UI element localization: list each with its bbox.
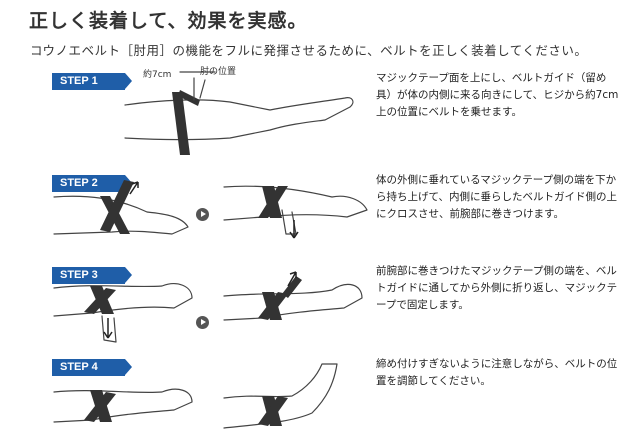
step-3-badge: STEP 3 [52, 267, 132, 284]
step-3-arm-illustration-b [223, 271, 363, 321]
step-1-arm-illustration [124, 71, 354, 155]
next-arrow-icon-2 [196, 316, 209, 329]
next-arrow-icon [196, 208, 209, 221]
step-4-description: 締め付けすぎないように注意しながら、ベルトの位置を調節してください。 [376, 358, 618, 387]
step-4-arm-illustration-a [53, 388, 193, 423]
elbow-position-label: 肘の位置 [200, 67, 237, 77]
step-3-arm-illustration-a [53, 283, 193, 343]
page-title: 正しく装着して、効果を実感。 [29, 10, 308, 32]
step-4-badge: STEP 4 [52, 359, 132, 376]
step-1-badge: STEP 1 [52, 73, 132, 90]
step-4-arm-illustration-b [223, 363, 338, 429]
step-2-arm-illustration-a [53, 180, 189, 235]
step-3-description: 前腕部に巻きつけたマジックテープ側の端を、ベルトガイドに通してから外側に折り返し… [376, 265, 618, 311]
step-2-description: 体の外側に垂れているマジックテープ側の端を下から持ち上げて、内側に垂らしたベルト… [376, 174, 617, 220]
page-subtitle: コウノエベルト［肘用］の機能をフルに発揮させるために、ベルトを正しく装着してくだ… [30, 43, 588, 58]
distance-label: 約7cm [143, 70, 172, 80]
step-2-arm-illustration-b [223, 185, 368, 239]
step-1-description: マジックテープ面を上にし、ベルトガイド（留め具）が体の内側に来る向きにして、ヒジ… [376, 72, 619, 118]
